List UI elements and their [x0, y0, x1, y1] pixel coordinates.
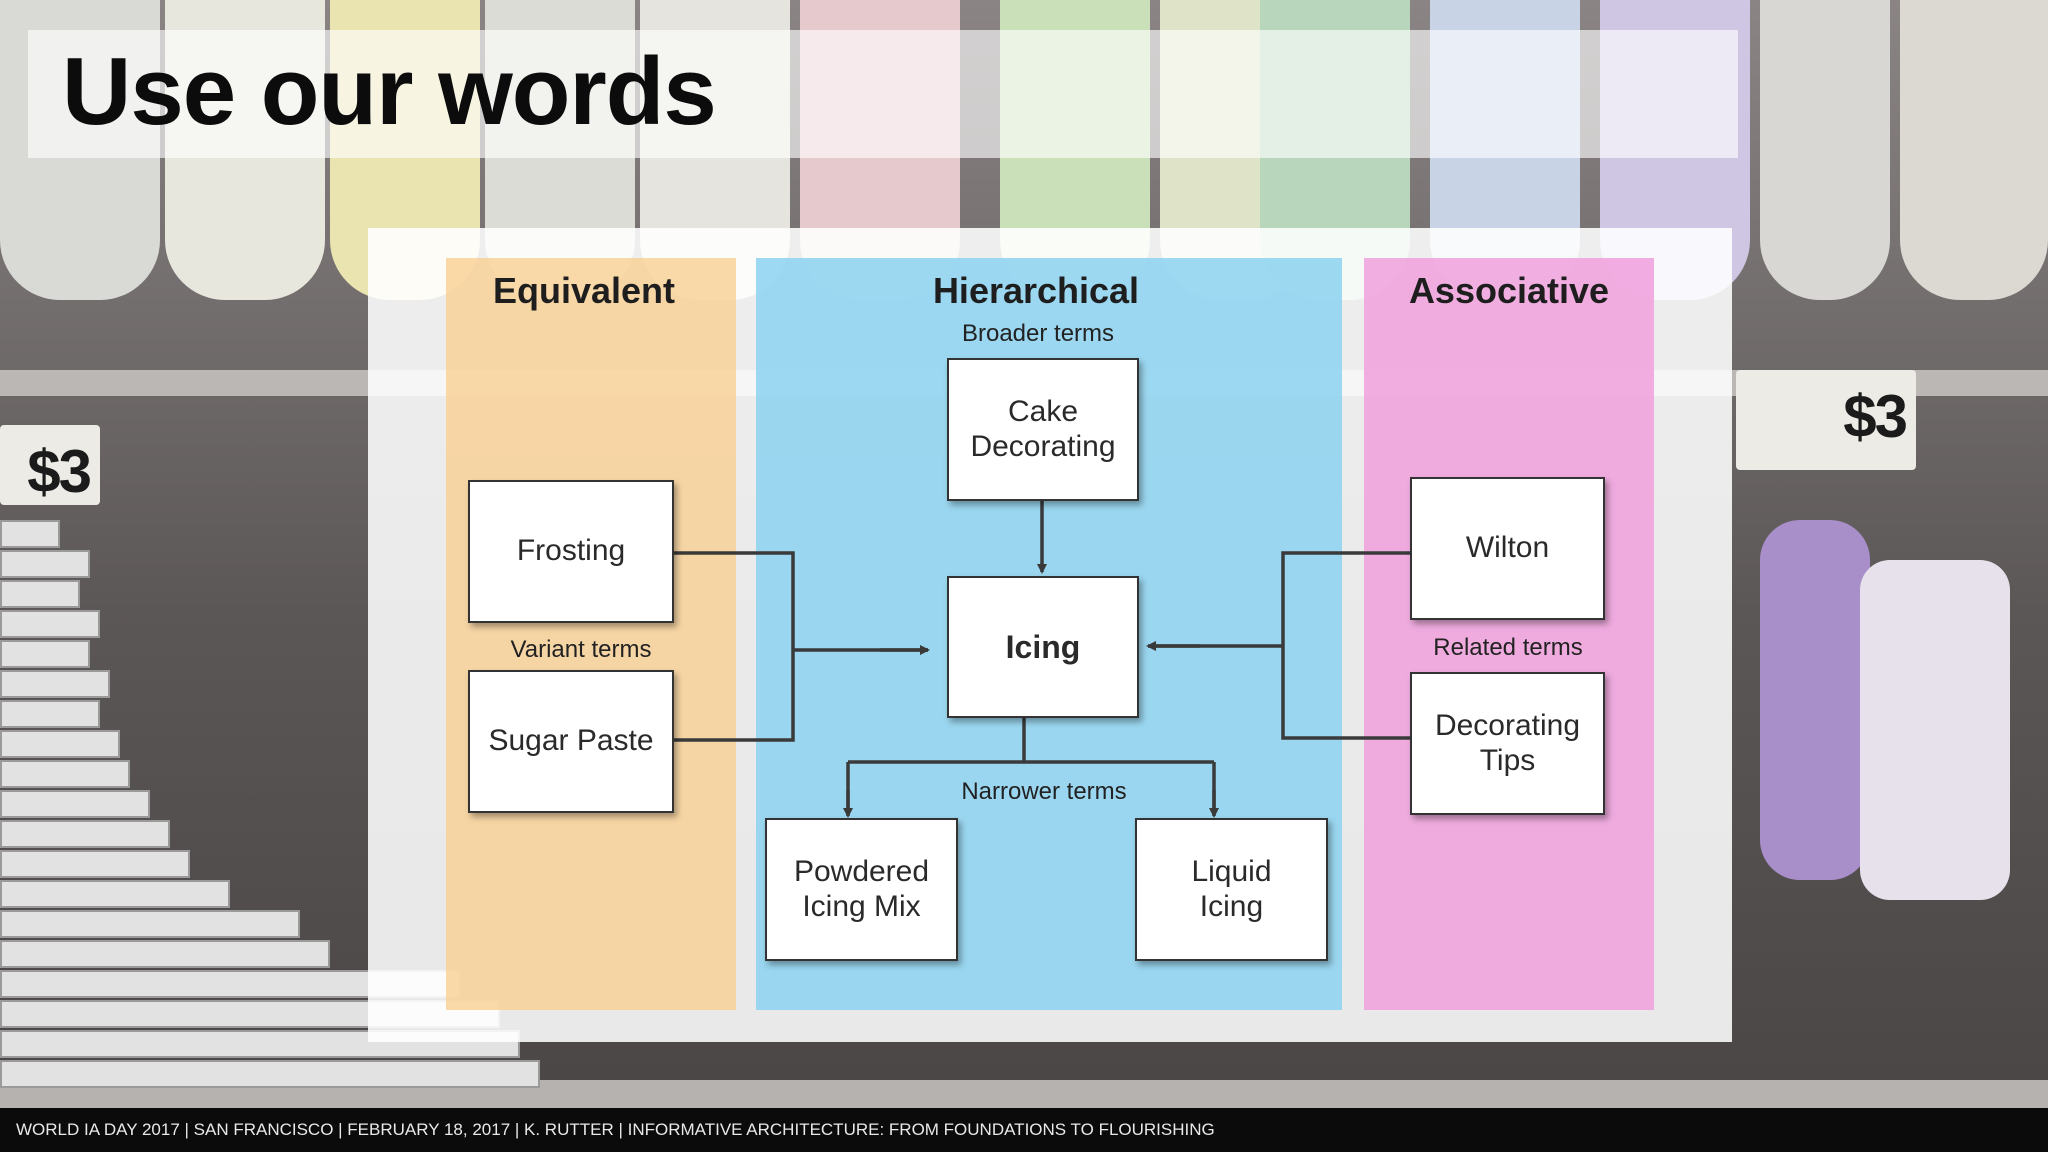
term-line: Cake: [1007, 395, 1079, 428]
brick: [0, 550, 90, 578]
slide-title: Use our words: [62, 38, 717, 145]
term-line: Decorating: [970, 429, 1116, 463]
term-line: Icing: [1005, 628, 1081, 665]
associative-heading: Associative: [1408, 270, 1610, 311]
term-line: Liquid: [1191, 855, 1272, 888]
icing-tube: [1860, 560, 2010, 900]
term-line: Icing: [1199, 889, 1264, 923]
icing-pouch: [1760, 520, 1870, 880]
term-sugar-paste: Sugar Paste: [468, 670, 674, 813]
brick: [0, 730, 120, 758]
brick: [0, 910, 300, 938]
term-line: Icing Mix: [802, 889, 921, 923]
equivalent-heading: Equivalent: [492, 270, 676, 311]
term-line: Tips: [1479, 743, 1536, 777]
brick: [0, 1060, 540, 1088]
brick: [0, 520, 60, 548]
term-line: Sugar Paste: [488, 724, 654, 758]
brick: [0, 640, 90, 668]
associative-column: [1364, 258, 1654, 1010]
price-tag: $3: [0, 425, 100, 505]
footer-text: WORLD IA DAY 2017 | SAN FRANCISCO | FEBR…: [16, 1120, 1215, 1139]
term-line: Decorating: [1434, 709, 1581, 742]
term-frosting: Frosting: [468, 480, 674, 623]
hierarchical-heading: Hierarchical: [932, 270, 1140, 311]
brick: [0, 580, 80, 608]
term-wilton: Wilton: [1410, 477, 1605, 620]
brick: [0, 880, 230, 908]
narrower-terms-label: Narrower terms: [961, 778, 1127, 805]
term-line: Frosting: [516, 534, 626, 568]
broader-terms-label: Broader terms: [961, 320, 1115, 347]
icing-tube: [1900, 0, 2048, 300]
term-icing-center: Icing: [947, 576, 1139, 718]
related-terms-label: Related terms: [1433, 634, 1583, 661]
brick: [0, 790, 150, 818]
variant-terms-label: Variant terms: [510, 636, 652, 663]
brick: [0, 670, 110, 698]
brick: [0, 940, 330, 968]
term-line: Wilton: [1465, 531, 1550, 565]
footer-bar: WORLD IA DAY 2017 | SAN FRANCISCO | FEBR…: [0, 1108, 2048, 1152]
brick: [0, 850, 190, 878]
term-line: Powdered: [793, 855, 930, 888]
title-band: [28, 30, 1738, 158]
equivalent-column: [446, 258, 736, 1010]
brick: [0, 610, 100, 638]
icing-tube: [1760, 0, 1890, 300]
price-tag: $3: [1736, 370, 1916, 470]
brick: [0, 700, 100, 728]
brick: [0, 760, 130, 788]
brick: [0, 820, 170, 848]
